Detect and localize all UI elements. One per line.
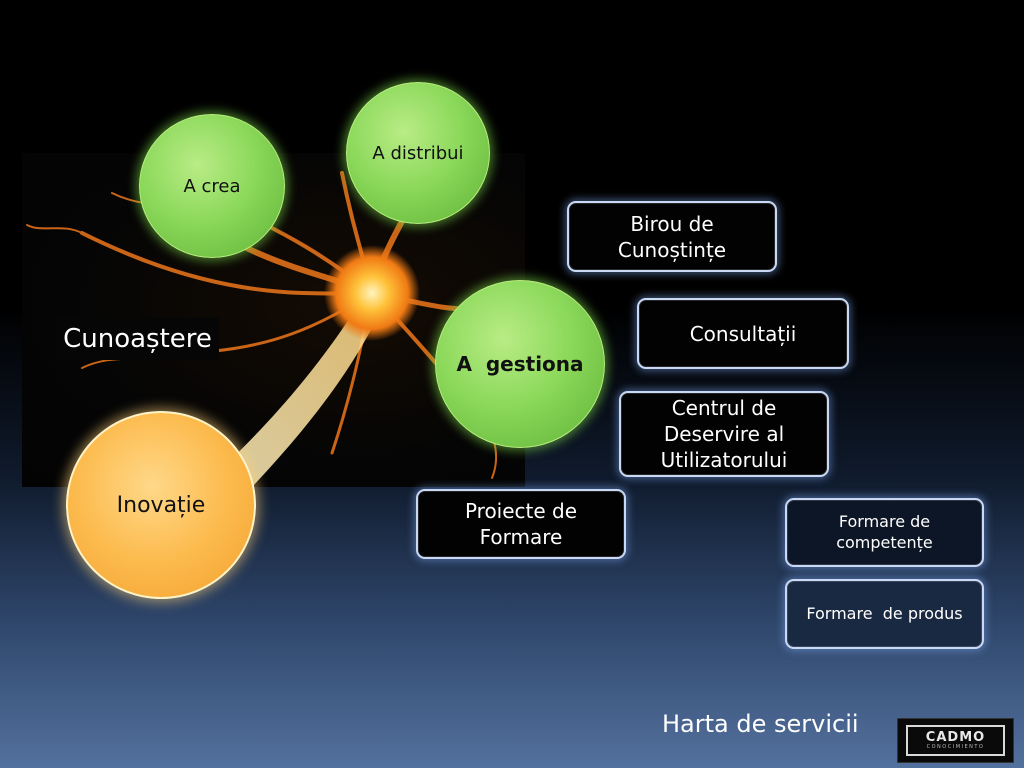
node-create-label: A crea [183, 175, 241, 197]
service-user-center-line2: Deservire al [663, 422, 785, 446]
service-training-projects-line1: Proiecte de [464, 499, 578, 523]
node-create: A crea [139, 114, 285, 258]
node-distribute: A distribui [346, 82, 490, 224]
node-manage-label: A gestiona [456, 352, 584, 376]
service-knowledge-office-line1: Birou de [630, 211, 714, 236]
service-product-training: Formare de produs [785, 579, 984, 649]
service-competence-training-line2: competențe [836, 532, 933, 552]
service-user-center-line3: Utilizatorului [660, 448, 788, 472]
service-competence-training: Formare de competențe [785, 498, 984, 567]
service-training-projects-line2: Formare [479, 525, 563, 549]
service-consulting-label: Consultații [689, 321, 797, 346]
logo-main-text: CADMO [925, 730, 986, 745]
service-user-center-line1: Centrul de [671, 396, 777, 420]
cadmo-logo-frame: CADMO CONOCIMIENTO [906, 725, 1005, 756]
service-product-training-label: Formare de produs [806, 603, 963, 623]
logo-sub-text: CONOCIMIENTO [926, 744, 985, 750]
service-knowledge-office: Birou de Cunoștințe [567, 201, 777, 272]
node-innovation-label: Inovație [116, 493, 206, 518]
cadmo-logo: CADMO CONOCIMIENTO [897, 718, 1014, 763]
service-knowledge-office-line2: Cunoștințe [617, 237, 727, 262]
service-training-projects: Proiecte de Formare [416, 489, 626, 559]
slide-title: Harta de servicii [662, 710, 859, 738]
node-innovation: Inovație [66, 411, 256, 599]
knowledge-label: Cunoaștere [56, 318, 219, 360]
service-consulting: Consultații [637, 298, 849, 369]
node-manage: A gestiona [435, 280, 605, 448]
service-user-center: Centrul de Deservire al Utilizatorului [619, 391, 829, 477]
node-distribute-label: A distribui [372, 142, 464, 164]
service-competence-training-line1: Formare de [838, 511, 931, 531]
